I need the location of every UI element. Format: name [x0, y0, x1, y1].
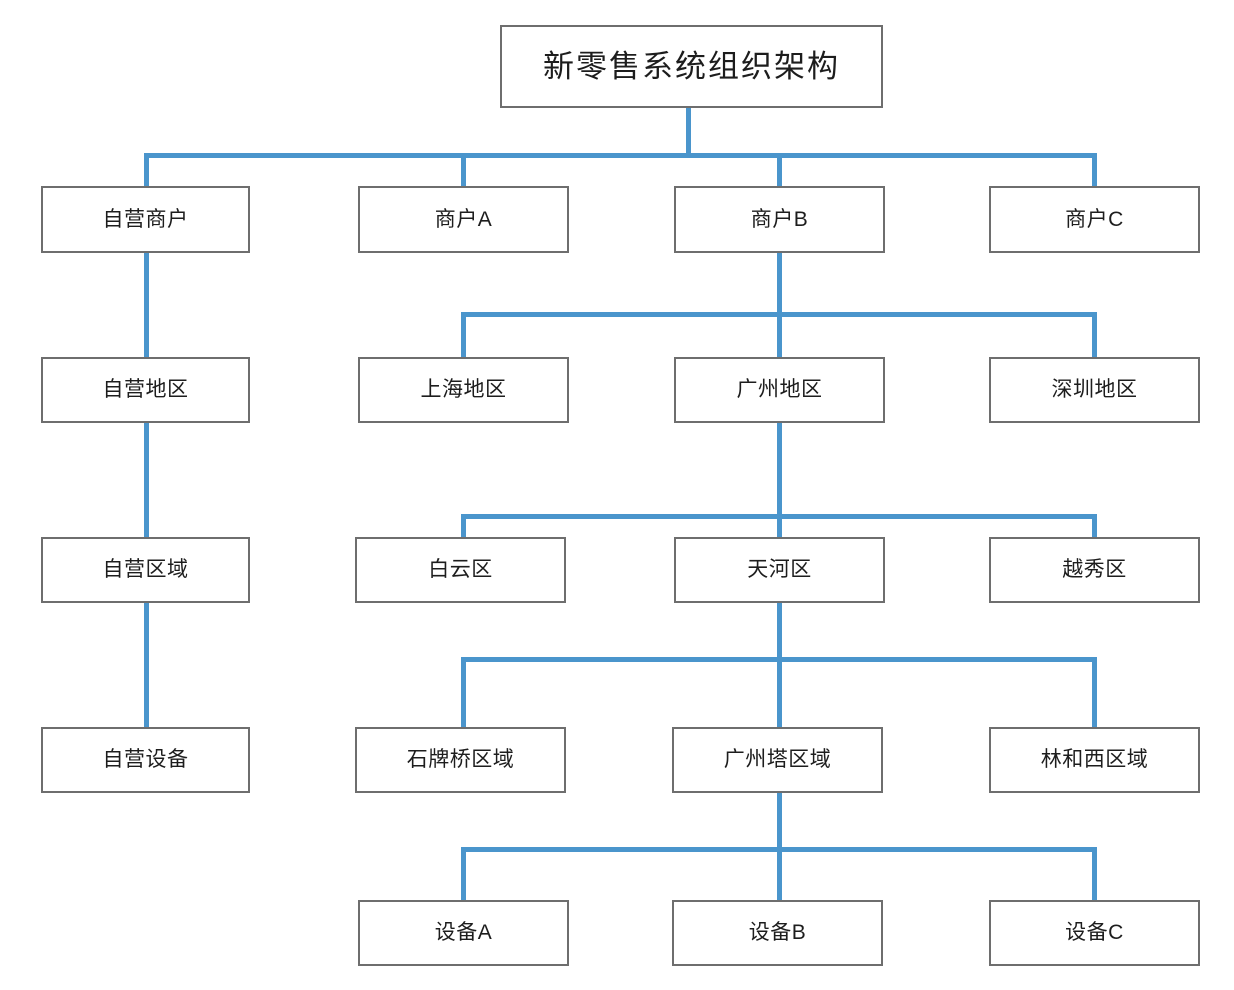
connector-region-guangzhou-stem [777, 423, 782, 518]
connector-drop-merchant-a [461, 153, 466, 186]
connector-root-stem [686, 108, 691, 156]
node-zone-cantontower[interactable]: 广州塔区域 [672, 727, 883, 793]
connector-drop-merchant-self [144, 153, 149, 186]
node-root[interactable]: 新零售系统组织架构 [500, 25, 883, 108]
node-district-tianhe[interactable]: 天河区 [674, 537, 885, 603]
connector-merchant-bus [144, 153, 1097, 158]
node-region-shanghai[interactable]: 上海地区 [358, 357, 569, 423]
node-merchant-b[interactable]: 商户B [674, 186, 885, 253]
connector-drop-zone-shipaiqiao [461, 657, 466, 727]
connector-drop-district-baiyun [461, 514, 466, 538]
node-device-c[interactable]: 设备C [989, 900, 1200, 966]
connector-self-region-to-self-district [144, 423, 149, 537]
node-zone-shipaiqiao[interactable]: 石牌桥区域 [355, 727, 566, 793]
connector-self-district-to-self-zone [144, 603, 149, 727]
connector-district-tianhe-stem [777, 603, 782, 661]
node-device-a[interactable]: 设备A [358, 900, 569, 966]
node-zone-self[interactable]: 自营设备 [41, 727, 250, 793]
connector-drop-zone-cantontower [777, 657, 782, 727]
node-merchant-a[interactable]: 商户A [358, 186, 569, 253]
connector-drop-district-tianhe [777, 514, 782, 538]
node-district-yuexiu[interactable]: 越秀区 [989, 537, 1200, 603]
node-region-self[interactable]: 自营地区 [41, 357, 250, 423]
connector-self-merchant-to-self-region [144, 253, 149, 357]
connector-drop-district-yuexiu [1092, 514, 1097, 538]
node-merchant-self[interactable]: 自营商户 [41, 186, 250, 253]
node-region-guangzhou[interactable]: 广州地区 [674, 357, 885, 423]
connector-drop-device-a [461, 847, 466, 900]
connector-drop-region-shenzhen [1092, 312, 1097, 357]
node-district-self[interactable]: 自营区域 [41, 537, 250, 603]
node-zone-linhexi[interactable]: 林和西区域 [989, 727, 1200, 793]
node-device-b[interactable]: 设备B [672, 900, 883, 966]
connector-drop-region-shanghai [461, 312, 466, 357]
node-region-shenzhen[interactable]: 深圳地区 [989, 357, 1200, 423]
connector-drop-device-b [777, 847, 782, 900]
connector-zone-cantontower-stem [777, 793, 782, 851]
connector-merchant-b-stem [777, 253, 782, 315]
connector-drop-region-guangzhou [777, 312, 782, 357]
node-district-baiyun[interactable]: 白云区 [355, 537, 566, 603]
node-merchant-c[interactable]: 商户C [989, 186, 1200, 253]
connector-drop-zone-linhexi [1092, 657, 1097, 727]
connector-drop-merchant-c [1092, 153, 1097, 186]
connector-drop-merchant-b [777, 153, 782, 186]
connector-drop-device-c [1092, 847, 1097, 900]
